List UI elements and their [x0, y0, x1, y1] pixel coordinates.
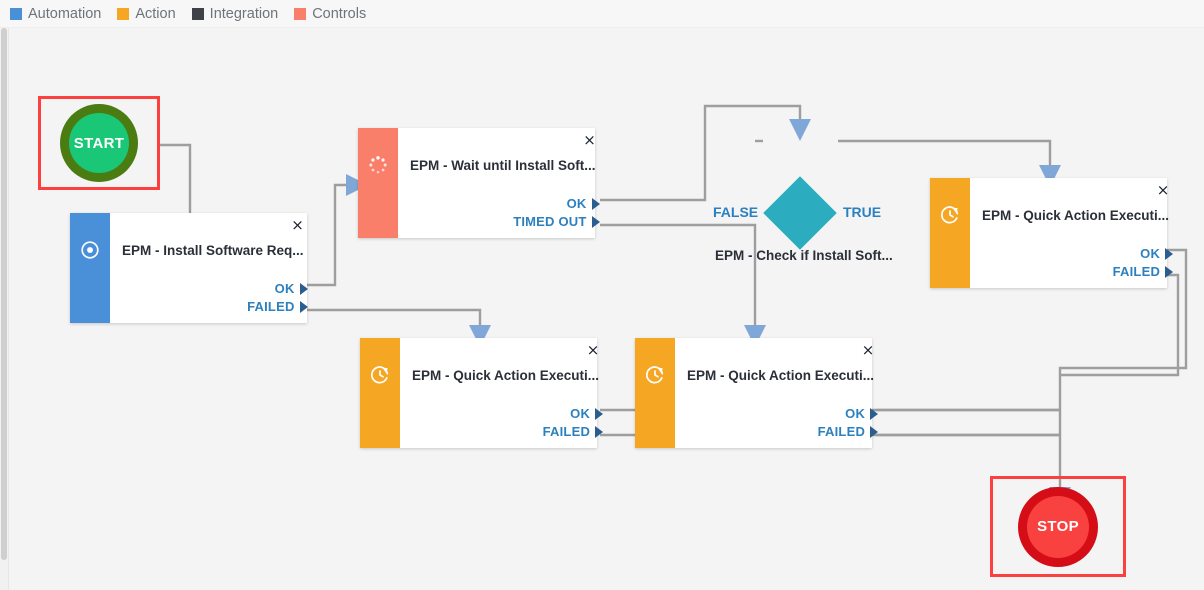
- node-category-bar: [360, 338, 400, 448]
- target-dot-icon: [81, 241, 99, 259]
- clock-refresh-icon: [646, 366, 664, 384]
- node-body: × EPM - Quick Action Executi... OK FAILE…: [400, 338, 609, 448]
- edge-qa-tr-ok-to-stop: [1049, 248, 1188, 509]
- port-failed[interactable]: FAILED: [543, 424, 604, 439]
- node-quick-action-bottom-left[interactable]: × EPM - Quick Action Executi... OK FAILE…: [360, 338, 604, 448]
- square-swatch-icon: [10, 7, 22, 20]
- node-output-ports: OK FAILED: [412, 406, 604, 442]
- category-legend: Automation Action Integration Controls: [0, 0, 1204, 28]
- scrollbar-thumb[interactable]: [1, 28, 7, 560]
- port-arrow-icon: [299, 300, 308, 313]
- stop-circle[interactable]: STOP: [1018, 486, 1098, 567]
- legend-item-action[interactable]: Action: [117, 5, 176, 22]
- clock-refresh-icon: [371, 366, 389, 384]
- edge-decision-true-to-qa-tr: [838, 139, 1061, 187]
- legend-label: Automation: [28, 5, 102, 22]
- port-ok[interactable]: OK: [845, 406, 879, 421]
- edge-install-ok-to-wait: [305, 174, 368, 287]
- node-title: EPM - Install Software Req...: [122, 243, 304, 258]
- port-arrow-icon: [1165, 247, 1174, 260]
- port-arrow-icon: [591, 197, 600, 210]
- edge-install-failed-to-qa-bl: [305, 308, 491, 347]
- node-body: × EPM - Wait until Install Soft... OK TI…: [398, 128, 606, 238]
- port-arrow-icon: [299, 282, 308, 295]
- square-swatch-icon: [117, 7, 130, 20]
- edge-wait-timedout-to-qa-bm: [600, 223, 766, 347]
- edge-qa-tr-failed-to-stop: [1060, 273, 1180, 377]
- legend-item-integration[interactable]: Integration: [191, 5, 279, 22]
- close-icon[interactable]: ×: [583, 131, 596, 149]
- legend-item-automation[interactable]: Automation: [10, 6, 101, 22]
- node-title: EPM - Quick Action Executi...: [412, 368, 600, 383]
- port-failed[interactable]: FAILED: [247, 299, 308, 314]
- legend-label: Action: [135, 5, 176, 22]
- close-icon[interactable]: ×: [291, 216, 304, 234]
- node-body: × EPM - Quick Action Executi... OK FAILE…: [970, 178, 1179, 288]
- port-ok[interactable]: OK: [275, 281, 308, 296]
- node-category-bar: [358, 128, 398, 238]
- port-arrow-icon: [1165, 265, 1174, 278]
- edge-wait-ok-to-decision: [600, 104, 811, 202]
- branch-label-false: FALSE: [713, 204, 759, 220]
- port-arrow-icon: [595, 407, 604, 420]
- start-circle[interactable]: START: [60, 104, 138, 182]
- square-swatch-icon: [191, 7, 204, 20]
- start-selection-outline: [38, 96, 160, 190]
- port-arrow-icon: [591, 215, 600, 228]
- close-icon[interactable]: ×: [861, 341, 875, 359]
- canvas-vertical-scrollbar[interactable]: [0, 28, 9, 590]
- node-quick-action-top-right[interactable]: × EPM - Quick Action Executi... OK FAILE…: [930, 178, 1174, 288]
- stop-label: STOP: [1037, 518, 1079, 535]
- legend-label: Controls: [312, 5, 367, 22]
- port-arrow-icon: [870, 407, 879, 420]
- node-wait-until-install[interactable]: × EPM - Wait until Install Soft... OK TI…: [358, 128, 600, 238]
- close-icon[interactable]: ×: [586, 341, 600, 359]
- node-output-ports: OK TIMED OUT: [410, 196, 600, 232]
- decision-node-title: EPM - Check if Install Soft...: [715, 248, 893, 263]
- square-swatch-icon: [294, 7, 307, 20]
- node-quick-action-bottom-mid[interactable]: × EPM - Quick Action Executi... OK FAILE…: [635, 338, 879, 448]
- node-body: × EPM - Quick Action Executi... OK FAILE…: [675, 338, 884, 448]
- node-title: EPM - Quick Action Executi...: [687, 368, 875, 383]
- workflow-canvas[interactable]: START × EPM - Install Software Req... OK: [0, 28, 1204, 590]
- node-title: EPM - Wait until Install Soft...: [410, 158, 596, 173]
- port-arrow-icon: [595, 425, 604, 438]
- decision-node-check-install[interactable]: FALSE TRUE EPM - Check if Install Soft..…: [700, 100, 960, 263]
- port-failed[interactable]: FAILED: [1113, 264, 1174, 279]
- edge-start-to-install: [158, 143, 201, 244]
- legend-label: Integration: [209, 5, 279, 22]
- legend-item-controls[interactable]: Controls: [294, 6, 366, 22]
- spinner-icon: [369, 156, 387, 174]
- node-body: × EPM - Install Software Req... OK FAILE…: [110, 213, 314, 323]
- node-category-bar: [70, 213, 110, 323]
- port-arrow-icon: [870, 425, 879, 438]
- branch-label-true: TRUE: [843, 204, 882, 220]
- node-install-software[interactable]: × EPM - Install Software Req... OK FAILE…: [70, 213, 308, 323]
- port-ok[interactable]: OK: [567, 196, 600, 211]
- node-output-ports: OK FAILED: [122, 281, 308, 317]
- port-failed[interactable]: FAILED: [818, 424, 879, 439]
- stop-selection-outline: [990, 476, 1126, 577]
- node-title: EPM - Quick Action Executi...: [982, 208, 1170, 223]
- stop-node[interactable]: STOP: [990, 476, 1126, 577]
- clock-refresh-icon: [941, 206, 959, 224]
- port-timed-out[interactable]: TIMED OUT: [513, 214, 600, 229]
- node-output-ports: OK FAILED: [982, 246, 1174, 282]
- close-icon[interactable]: ×: [1156, 181, 1170, 199]
- port-ok[interactable]: OK: [570, 406, 604, 421]
- start-label: START: [73, 134, 125, 152]
- start-node[interactable]: START: [38, 96, 160, 190]
- node-category-bar: [930, 178, 970, 288]
- port-ok[interactable]: OK: [1140, 246, 1174, 261]
- node-output-ports: OK FAILED: [687, 406, 879, 442]
- node-category-bar: [635, 338, 675, 448]
